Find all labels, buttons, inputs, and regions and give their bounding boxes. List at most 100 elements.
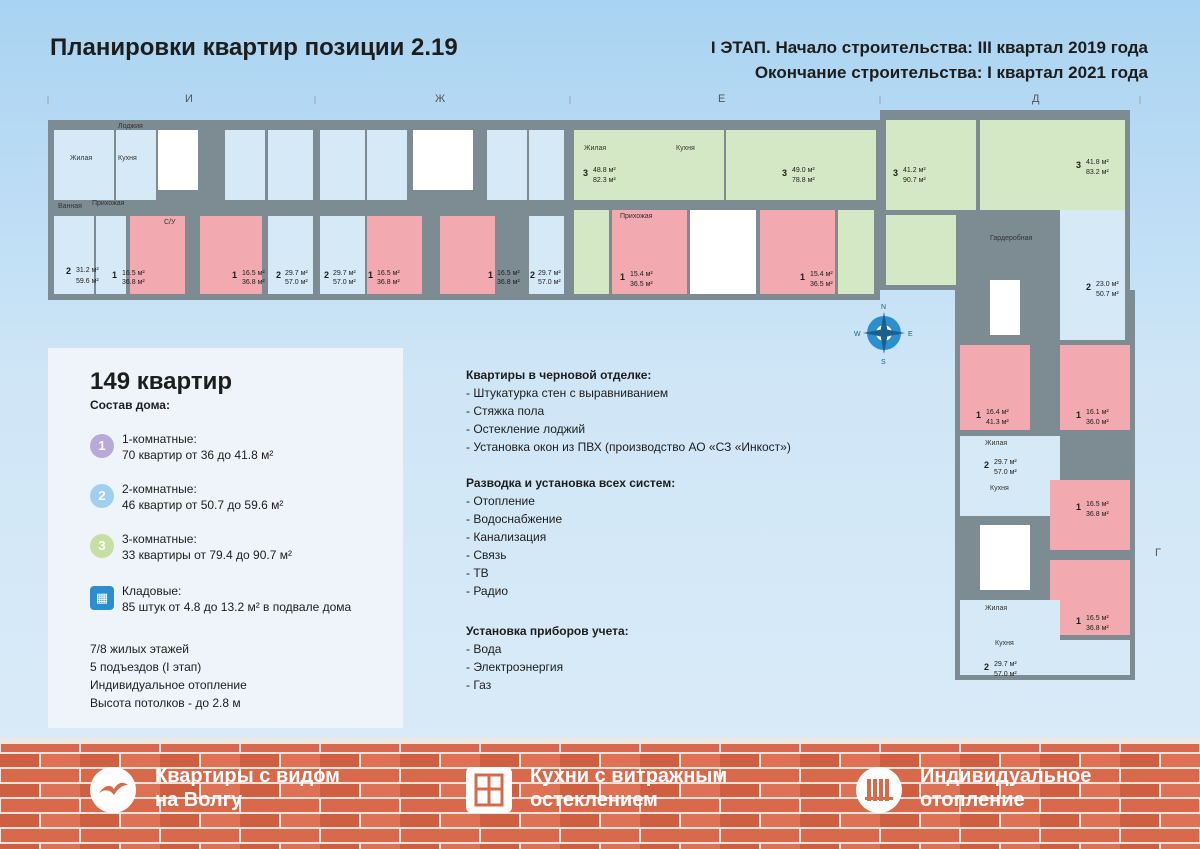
compass-w: W bbox=[854, 331, 861, 338]
svg-text:1: 1 bbox=[488, 270, 493, 280]
svg-text:29.7 м²: 29.7 м² bbox=[994, 661, 1017, 668]
systems-item: - Канализация bbox=[466, 530, 547, 544]
svg-text:57.0 м²: 57.0 м² bbox=[994, 671, 1017, 678]
room-label: Жилая bbox=[584, 145, 606, 152]
svg-text:41.3 м²: 41.3 м² bbox=[986, 419, 1009, 426]
room-label: С/У bbox=[164, 219, 176, 226]
systems-item: - Радио bbox=[466, 584, 508, 598]
svg-text:36.8 м²: 36.8 м² bbox=[122, 279, 145, 286]
section-g bbox=[960, 436, 1130, 675]
svg-text:15.4 м²: 15.4 м² bbox=[630, 271, 653, 278]
systems-item: - Водоснабжение bbox=[466, 512, 563, 526]
badge-one-room: 1 bbox=[90, 434, 114, 458]
compass-icon bbox=[863, 312, 905, 354]
meters-item: - Вода bbox=[466, 642, 502, 656]
svg-text:2: 2 bbox=[984, 460, 989, 470]
unit-title: Кладовые: bbox=[122, 584, 182, 598]
svg-text:36.0 м²: 36.0 м² bbox=[1086, 419, 1109, 426]
svg-text:57.0 м²: 57.0 м² bbox=[994, 469, 1017, 476]
svg-text:2: 2 bbox=[66, 266, 71, 276]
svg-text:78.8 м²: 78.8 м² bbox=[792, 177, 815, 184]
svg-text:48.8 м²: 48.8 м² bbox=[593, 167, 616, 174]
room-label: Гардеробная bbox=[990, 234, 1033, 242]
room-label: Жилая bbox=[985, 440, 1007, 447]
svg-text:1: 1 bbox=[1076, 410, 1081, 420]
svg-text:16.5 м²: 16.5 м² bbox=[122, 270, 145, 277]
page-title: Планировки квартир позиции 2.19 bbox=[50, 34, 458, 61]
svg-text:90.7 м²: 90.7 м² bbox=[903, 177, 926, 184]
svg-text:29.7 м²: 29.7 м² bbox=[994, 459, 1017, 466]
svg-text:1: 1 bbox=[976, 410, 981, 420]
svg-text:41.8 м²: 41.8 м² bbox=[1086, 159, 1109, 166]
stage-end: Окончание строительства: I квартал 2021 … bbox=[754, 63, 1148, 82]
apartment-tag: 3 41.8 м² 83.2 м² bbox=[1076, 159, 1109, 176]
svg-text:16.5 м²: 16.5 м² bbox=[1086, 501, 1109, 508]
section-zh bbox=[320, 130, 564, 294]
fact-floors: 7/8 жилых этажей bbox=[90, 642, 190, 656]
svg-text:16.5 м²: 16.5 м² bbox=[1086, 615, 1109, 622]
axis-label-d: Д bbox=[1032, 93, 1040, 105]
systems-item: - ТВ bbox=[466, 566, 489, 580]
svg-text:3: 3 bbox=[893, 168, 898, 178]
svg-text:23.0 м²: 23.0 м² bbox=[1096, 281, 1119, 288]
room-label: Жилая bbox=[70, 155, 92, 162]
finishing-item: - Установка окон из ПВХ (производство АО… bbox=[466, 440, 791, 454]
svg-text:1: 1 bbox=[368, 270, 373, 280]
finishing-item: - Остекление лоджий bbox=[466, 422, 586, 436]
room-label: Ванная bbox=[58, 203, 82, 210]
svg-text:2: 2 bbox=[984, 662, 989, 672]
meters-heading: Установка приборов учета: bbox=[466, 624, 629, 638]
axis-label-zh: Ж bbox=[435, 93, 445, 105]
axis-label-g: Г bbox=[1155, 547, 1161, 559]
svg-text:83.2 м²: 83.2 м² bbox=[1086, 169, 1109, 176]
unit-desc: 46 квартир от 50.7 до 59.6 м² bbox=[122, 498, 284, 512]
fact-ceiling: Высота потолков - до 2.8 м bbox=[90, 696, 241, 710]
svg-text:3: 3 bbox=[1076, 160, 1081, 170]
svg-text:36.5 м²: 36.5 м² bbox=[630, 281, 653, 288]
systems-heading: Разводка и установка всех систем: bbox=[466, 476, 676, 490]
section-i bbox=[54, 130, 313, 294]
room-label: Прихожая bbox=[620, 213, 653, 220]
svg-text:16.5 м²: 16.5 м² bbox=[497, 270, 520, 277]
svg-text:2: 2 bbox=[530, 270, 535, 280]
finishing-item: - Стяжка пола bbox=[466, 404, 545, 418]
room-label: Кухня bbox=[118, 155, 137, 162]
advantage-volga: Квартиры с видом на Волгу bbox=[155, 765, 340, 811]
axis-label-e: Е bbox=[718, 93, 725, 105]
window-icon bbox=[466, 767, 512, 813]
section-e bbox=[574, 130, 876, 294]
svg-text:2: 2 bbox=[276, 270, 281, 280]
unit-title: 2-комнатные: bbox=[122, 482, 197, 496]
compass-n: N bbox=[881, 304, 886, 311]
svg-text:16.5 м²: 16.5 м² bbox=[377, 270, 400, 277]
svg-text:2: 2 bbox=[324, 270, 329, 280]
svg-text:1: 1 bbox=[112, 270, 117, 280]
svg-text:29.7 м²: 29.7 м² bbox=[333, 270, 356, 277]
meters-item: - Электроэнергия bbox=[466, 660, 564, 674]
svg-text:57.0 м²: 57.0 м² bbox=[538, 279, 561, 286]
finishing-item: - Штукатурка стен с выравниванием bbox=[466, 386, 669, 400]
compass-e: E bbox=[908, 331, 913, 338]
unit-title: 1-комнатные: bbox=[122, 432, 197, 446]
svg-text:29.7 м²: 29.7 м² bbox=[538, 270, 561, 277]
svg-text:1: 1 bbox=[800, 272, 805, 282]
svg-text:31.2 м²: 31.2 м² bbox=[76, 267, 99, 274]
gull-icon bbox=[90, 767, 136, 813]
apartment-tag: 1 16.5 м² 36.8 м² bbox=[368, 270, 400, 286]
apartment-tag: 2 29.7 м² 57.0 м² bbox=[984, 459, 1017, 476]
systems-item: - Связь bbox=[466, 548, 507, 562]
badge-three-room: 3 bbox=[90, 534, 114, 558]
svg-text:36.8 м²: 36.8 м² bbox=[377, 279, 400, 286]
